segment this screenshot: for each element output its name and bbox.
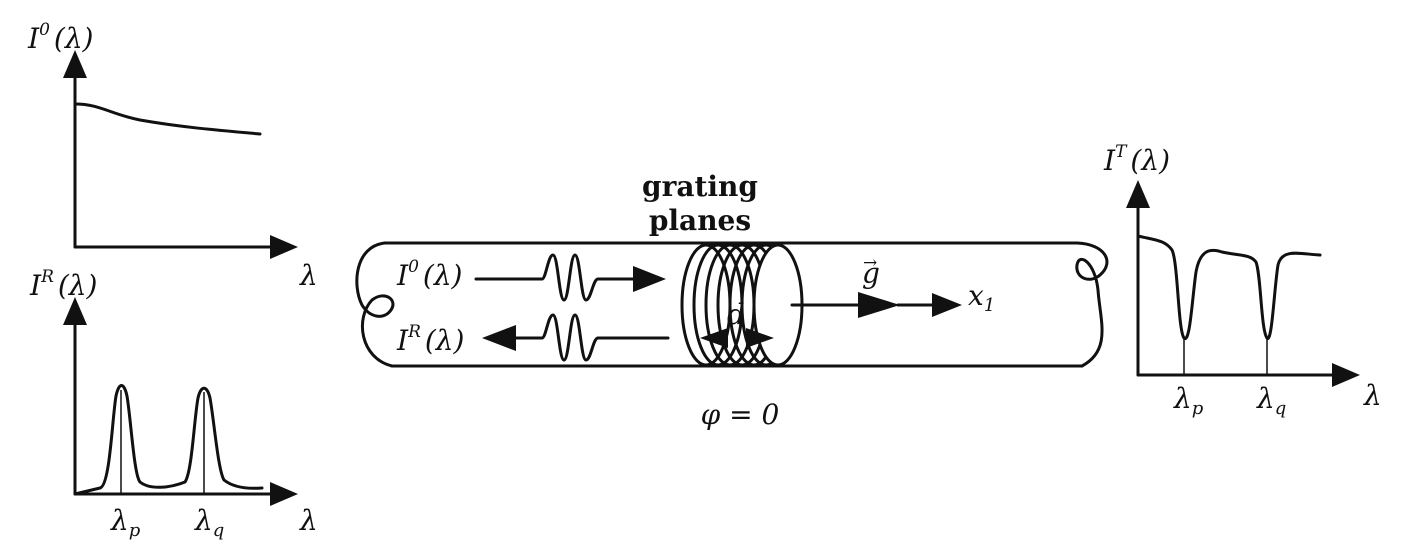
incident-y-label: I0(λ): [27, 20, 93, 55]
period-arrowhead-left: [700, 328, 728, 348]
incident-wave-label: I0(λ): [396, 257, 462, 292]
grating-vector-label: g: [862, 257, 880, 290]
grating-vector-arrowhead: [858, 292, 900, 318]
grating-vector-overarrow: →: [863, 253, 877, 273]
reflected-spectrum-plot: IR(λ) λ λp λq: [29, 267, 318, 541]
incident-x-label: λ: [299, 259, 318, 292]
incident-spectrum-curve: [73, 102, 262, 136]
reflected-wave-packet: [540, 313, 600, 362]
grating-title-line1: grating: [642, 170, 758, 203]
transmitted-x-label: λ: [1363, 379, 1382, 412]
fiber-left-end: [355, 241, 395, 368]
optical-fiber: grating planes I0(λ) IR(λ) d: [355, 170, 1109, 431]
reflected-y-label: IR(λ): [29, 267, 97, 302]
reflected-x-label: λ: [299, 504, 318, 537]
transmitted-x-axis-arrowhead: [1332, 363, 1360, 387]
reflected-spectrum-curve: [73, 384, 264, 496]
transmitted-dip-q-label: λq: [1256, 382, 1286, 419]
axis-x1-label: x1: [968, 279, 995, 316]
phase-label: φ = 0: [701, 398, 780, 431]
period-arrowhead-right: [746, 328, 774, 348]
reflected-arrowhead: [482, 325, 516, 351]
grating-period-label: d: [727, 298, 745, 331]
reflected-peak-p-label: λp: [110, 504, 141, 541]
reflected-peak-q-label: λq: [194, 504, 224, 541]
fiber-right-end: [1075, 241, 1109, 368]
reflected-wave-label: IR(λ): [396, 322, 464, 357]
incident-y-axis-arrowhead: [63, 50, 87, 78]
transmitted-y-axis-arrowhead: [1126, 180, 1150, 208]
incident-spectrum-plot: I0(λ) λ: [27, 20, 318, 292]
reflected-y-axis-arrowhead: [63, 297, 87, 325]
transmitted-spectrum-curve: [1136, 234, 1322, 340]
axis-x1-arrowhead: [932, 293, 962, 317]
transmitted-y-label: IT(λ): [1103, 142, 1170, 177]
reflected-x-axis-arrowhead: [270, 482, 298, 506]
transmitted-spectrum-plot: IT(λ) λ λp λq: [1103, 142, 1382, 419]
incident-x-axis-arrowhead: [270, 235, 298, 259]
grating-planes: [680, 243, 804, 367]
incident-arrowhead: [633, 266, 666, 292]
transmitted-dip-p-label: λp: [1173, 382, 1204, 419]
incident-wave-packet: [540, 253, 600, 302]
grating-title-line2: planes: [649, 204, 751, 237]
